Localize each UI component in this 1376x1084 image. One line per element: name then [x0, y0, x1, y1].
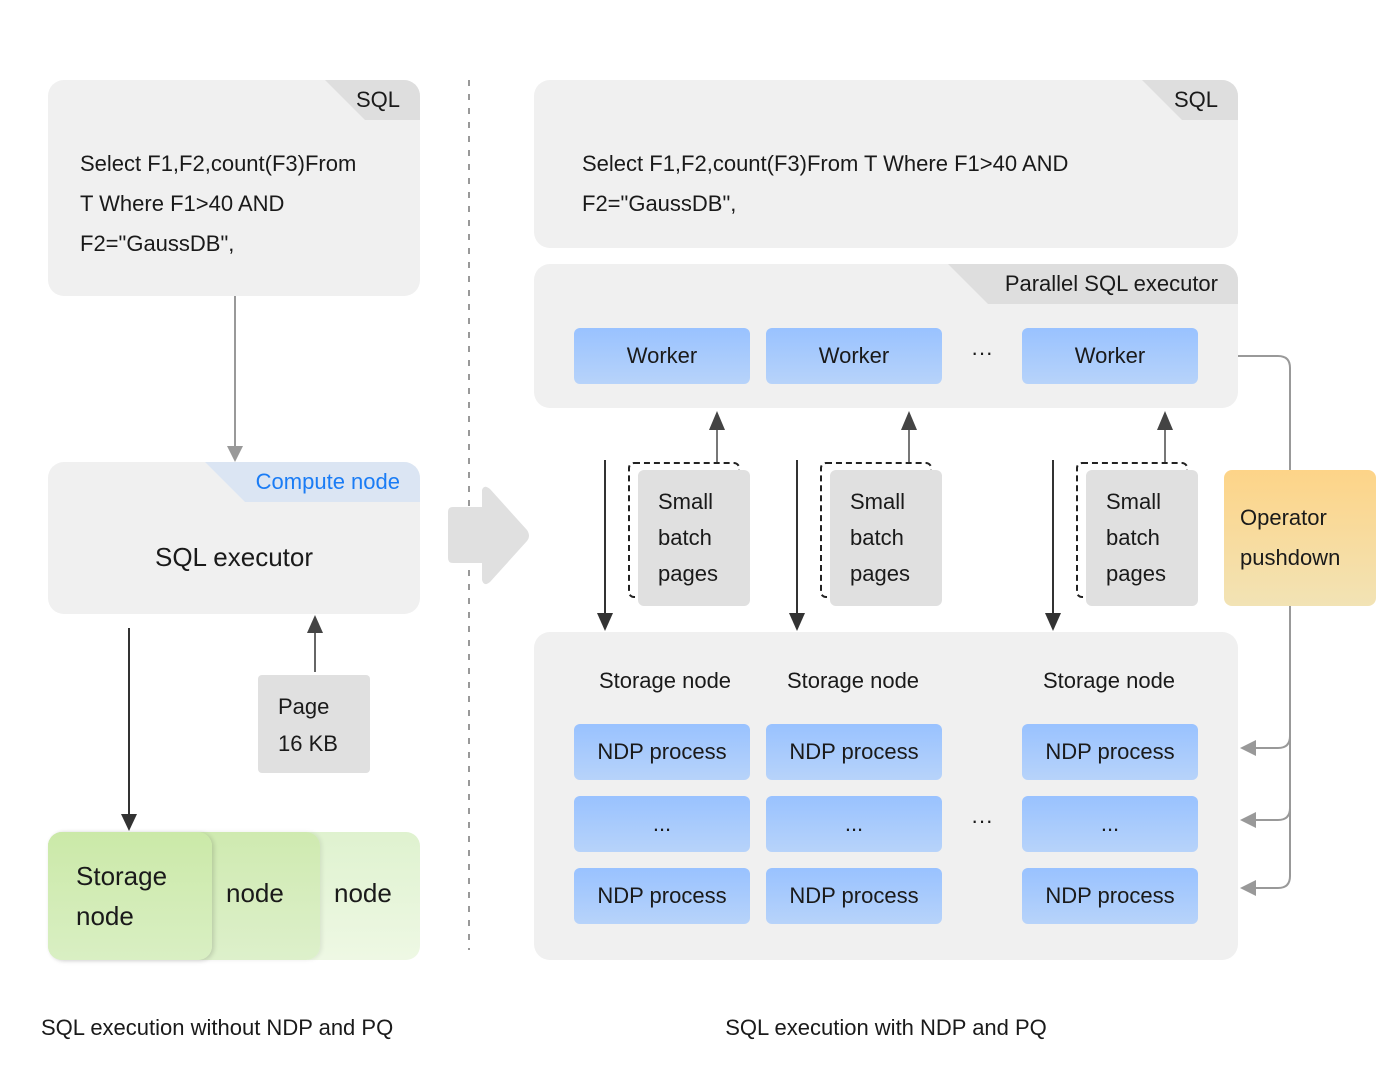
sql-tab: SQL: [325, 80, 420, 120]
sql-line: F2="GaussDB",: [80, 231, 235, 256]
right-sql-box: SQL Select F1,F2,count(F3)From T Where F…: [534, 80, 1238, 248]
batch-text: Small: [658, 489, 714, 514]
small-batch-pages: Small batch pages: [638, 470, 750, 606]
worker: Worker: [574, 328, 750, 384]
storage-label: node: [226, 878, 284, 908]
batch-text: batch: [658, 525, 712, 550]
batch-text: pages: [850, 561, 910, 586]
storage-node-label: Storage node: [1042, 668, 1176, 693]
transition-arrow: [448, 486, 529, 585]
batch-text: pages: [658, 561, 718, 586]
sql-line: F2="GaussDB",: [582, 191, 737, 216]
batch-text: batch: [1106, 525, 1160, 550]
left-sql-box: SQL Select F1,F2,count(F3)From T Where F…: [48, 80, 420, 296]
storage-node-label: Storage node: [786, 668, 920, 693]
sql-line: Select F1,F2,count(F3)From T Where F1>40…: [582, 151, 1069, 176]
small-batch-pages: Small batch pages: [1086, 470, 1198, 606]
batch-text: Small: [850, 489, 906, 514]
batch-text: Small: [1106, 489, 1162, 514]
operator-text: Operator: [1240, 505, 1327, 530]
ndp-process: NDP process: [1022, 724, 1198, 780]
ellipsis: ···: [971, 340, 993, 365]
ndp-ellipsis: ...: [574, 796, 750, 852]
storage-label: node: [334, 878, 392, 908]
ndp-process: NDP process: [1022, 868, 1198, 924]
operator-text: pushdown: [1240, 545, 1341, 570]
small-batch-pages: Small batch pages: [830, 470, 942, 606]
parallel-executor-tab: Parallel SQL executor: [948, 264, 1238, 304]
sql-executor-label: SQL executor: [154, 541, 313, 572]
page-label: Page: [278, 694, 330, 719]
left-caption: SQL execution without NDP and PQ: [41, 1015, 394, 1040]
ndp-ellipsis: ...: [1022, 796, 1198, 852]
right-caption: SQL execution with NDP and PQ: [725, 1015, 1047, 1040]
storage-node-label: Storage node: [598, 668, 732, 693]
ndp-ellipsis: ...: [766, 796, 942, 852]
worker: Worker: [1022, 328, 1198, 384]
right-arrows: [597, 411, 1173, 631]
sql-line: T Where F1>40 AND: [80, 191, 285, 216]
operator-pushdown-box: Operator pushdown: [1224, 470, 1376, 606]
worker: Worker: [766, 328, 942, 384]
ndp-process: NDP process: [574, 868, 750, 924]
storage-label: Storage: [76, 861, 168, 891]
page-size: 16 KB: [278, 731, 338, 756]
compute-node-tab: Compute node: [205, 462, 420, 502]
ndp-process: NDP process: [766, 724, 942, 780]
sql-tab: SQL: [1142, 80, 1238, 120]
sql-line: Select F1,F2,count(F3)From: [80, 151, 357, 176]
compute-node-box: Compute node SQL executor: [48, 462, 420, 614]
storage-label: node: [76, 901, 134, 931]
ndp-process: NDP process: [766, 868, 942, 924]
batch-text: batch: [850, 525, 904, 550]
ellipsis: ···: [971, 808, 993, 833]
page-box: Page 16 KB: [258, 675, 370, 773]
batch-text: pages: [1106, 561, 1166, 586]
storage-node-front: Storage node: [48, 832, 212, 960]
ndp-process: NDP process: [574, 724, 750, 780]
pushdown-lines: [1198, 355, 1291, 889]
